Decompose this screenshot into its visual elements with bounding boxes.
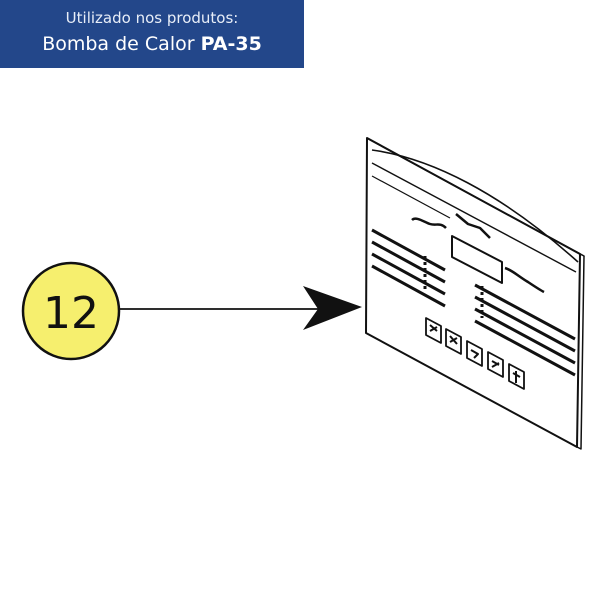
stripe	[371, 228, 446, 272]
control-panel-part	[365, 137, 585, 450]
product-banner: Utilizado nos produtos: Bomba de Calor P…	[0, 0, 304, 68]
stripe	[474, 295, 576, 353]
banner-product-model: PA-35	[200, 33, 262, 55]
callout: 12	[21, 261, 121, 361]
stripe	[371, 240, 446, 284]
stripe	[474, 319, 576, 377]
top-strip-line-short	[371, 175, 451, 219]
stripe	[474, 307, 576, 365]
button-symbol-icon	[429, 324, 438, 332]
panel-label-right	[504, 266, 545, 294]
top-strip-line	[371, 162, 577, 273]
panel-button	[466, 340, 483, 367]
banner-product-prefix: Bomba de Calor	[42, 33, 195, 55]
leader-arrow	[119, 286, 362, 330]
button-symbol-icon	[512, 371, 521, 383]
arrow-head	[303, 286, 362, 330]
callout-number: 12	[43, 288, 99, 339]
stripe	[371, 252, 446, 296]
button-row	[425, 317, 525, 390]
panel-edge-top	[366, 137, 585, 257]
panel-button	[425, 317, 442, 344]
callout-circle	[21, 261, 121, 361]
top-strip	[371, 149, 579, 263]
banner-product: Bomba de Calor PA-35	[0, 33, 304, 55]
button-symbol-icon	[449, 335, 458, 345]
panel-edge-right	[576, 255, 585, 450]
stripe	[371, 264, 446, 308]
panel-label-left	[411, 217, 447, 229]
banner-caption: Utilizado nos produtos:	[65, 9, 239, 27]
display-window	[451, 235, 503, 284]
button-symbol-icon	[470, 349, 479, 359]
stripe	[474, 283, 576, 341]
button-symbol-icon	[491, 360, 500, 368]
panel-logo	[455, 213, 491, 239]
panel-face	[365, 137, 581, 448]
